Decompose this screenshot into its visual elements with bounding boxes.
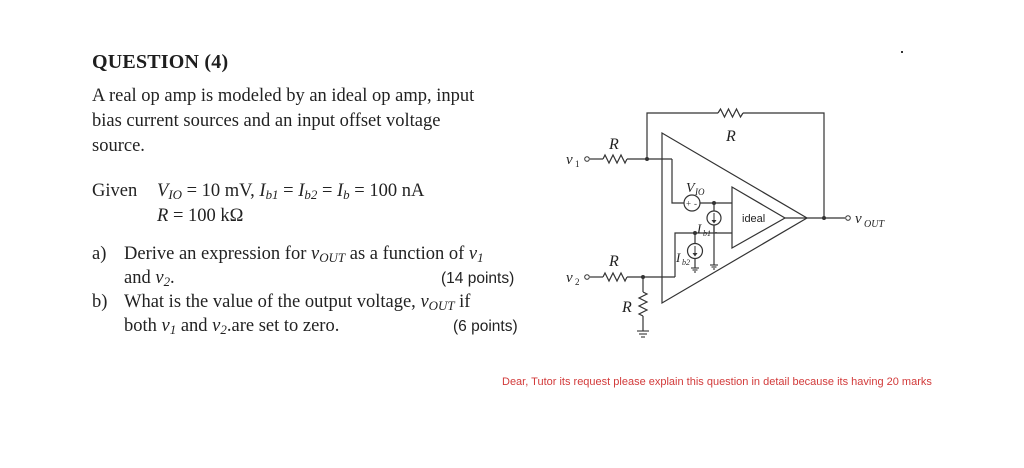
svg-text:-: -: [694, 199, 697, 209]
vio-symbol: V: [157, 181, 169, 201]
feedback-wire: [646, 112, 718, 159]
v2-var: v: [212, 316, 221, 336]
part-b-line-2: both v1 and v2.are set to zero.: [124, 316, 339, 337]
feedback-resistor-icon: [717, 107, 744, 119]
part-b-points: (6 points): [453, 318, 518, 335]
intro-line-2: bias current sources and an input offset…: [92, 111, 441, 131]
part-a-text-3: and: [124, 268, 156, 288]
v2-label: v: [566, 270, 573, 286]
svg-text:+: +: [686, 199, 691, 209]
given-line-1: VIO = 10 mV, Ib1 = Ib2 = Ib = 100 nA: [157, 181, 424, 202]
v1-var: v: [161, 316, 170, 336]
vio-label: V: [686, 181, 696, 196]
stray-dot: [901, 51, 903, 53]
bias-current-source-1-icon: [706, 210, 722, 226]
r-ground-label: R: [621, 299, 632, 316]
r-ground-resistor-icon: [637, 291, 649, 317]
ib-symbol: I: [337, 181, 344, 201]
ib1-subscript: b1: [265, 187, 279, 202]
v1-terminal: [584, 156, 590, 162]
question-title: QUESTION (4): [92, 51, 229, 73]
v2-sub-label: 2: [575, 277, 580, 287]
ideal-op-amp-triangle: [731, 185, 787, 250]
vio-value: = 10 mV,: [186, 181, 255, 201]
bias-current-source-2-icon: [686, 242, 704, 260]
r-input2-label: R: [608, 253, 619, 270]
v2-subscript: 2: [220, 322, 227, 337]
r-symbol: R: [157, 206, 169, 226]
v1-sub-label: 1: [575, 159, 580, 169]
ideal-label: ideal: [742, 213, 765, 225]
ib-subscript: b: [343, 187, 350, 202]
part-a-marker: a): [92, 244, 107, 264]
v1-subscript: 1: [169, 322, 177, 337]
v1-var: v: [468, 244, 478, 264]
junction-dots: [641, 157, 826, 279]
part-a-period: .: [170, 268, 175, 288]
intro-line-1: A real op amp is modeled by an ideal op …: [92, 86, 475, 106]
r-input2-resistor-icon: [602, 271, 628, 283]
part-b-text-3: both: [124, 316, 162, 336]
part-b-text-2: if: [454, 292, 471, 312]
r-input1-label: R: [608, 136, 619, 153]
equals-1: =: [283, 181, 294, 201]
v2-subscript: 2: [163, 274, 171, 289]
part-a-points: (14 points): [441, 270, 515, 287]
part-a-line-1: Derive an expression for vOUT as a funct…: [124, 244, 484, 265]
ib1-sub-label: b1: [703, 229, 711, 238]
v1-label: v: [566, 152, 573, 168]
part-b-text: What is the value of the output voltage,: [124, 292, 421, 312]
vout-var: v: [420, 292, 429, 312]
part-a-line-2: and v2.: [124, 268, 175, 289]
vio-subscript: IO: [168, 187, 182, 202]
r-value: = 100 kΩ: [172, 206, 244, 226]
ib2-sub-label: b2: [682, 258, 690, 267]
r-input1-resistor-icon: [602, 153, 628, 165]
vio-sub-label: IO: [694, 187, 705, 197]
r-feedback-label: R: [725, 128, 736, 145]
vout-label: v: [855, 211, 862, 227]
vout-var: v: [311, 244, 320, 264]
part-a-text: Derive an expression for: [124, 244, 311, 264]
tutor-request-note: Dear, Tutor its request please explain t…: [502, 376, 932, 388]
given-line-2: R = 100 kΩ: [157, 206, 243, 227]
ib2-subscript: b2: [304, 187, 318, 202]
ib2-label: I: [675, 250, 681, 265]
v2-var: v: [155, 268, 164, 288]
vout-subscript: OUT: [428, 298, 455, 313]
intro-line-3: source.: [92, 136, 145, 156]
part-a-text-2: as a function of: [345, 244, 469, 264]
vout-subscript: OUT: [319, 250, 346, 265]
vout-sub-label: OUT: [864, 219, 885, 230]
ib2-symbol: I: [298, 181, 305, 201]
v2-terminal: [584, 274, 590, 280]
part-b-marker: b): [92, 292, 108, 312]
part-b-line-1: What is the value of the output voltage,…: [124, 292, 470, 313]
offset-voltage-source-icon: + -: [683, 194, 701, 212]
ib1-symbol: I: [259, 181, 266, 201]
part-b-and: and: [176, 316, 213, 336]
v1-subscript: 1: [477, 250, 484, 265]
ib-value: = 100 nA: [354, 181, 425, 201]
part-b-text-4: .are set to zero.: [226, 316, 340, 336]
given-label: Given: [92, 181, 138, 201]
ib1-label: I: [696, 221, 702, 236]
equals-2: =: [321, 181, 333, 201]
vout-terminal: [845, 215, 851, 221]
outer-op-amp-triangle: [661, 131, 809, 305]
ground-icon: [637, 264, 718, 338]
